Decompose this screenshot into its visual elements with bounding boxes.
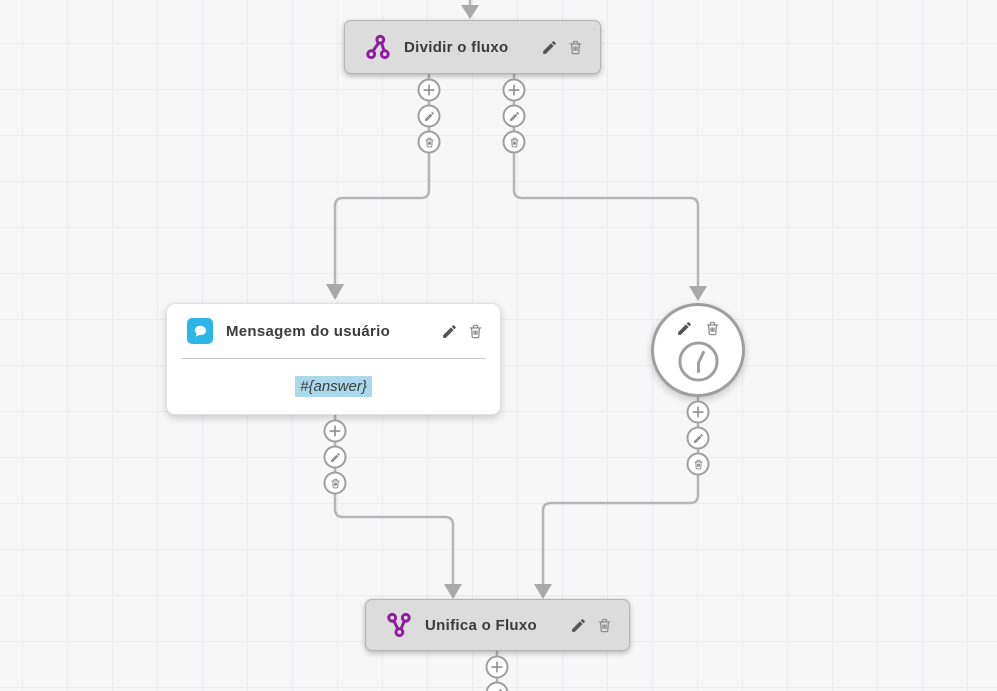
- add-branch-button[interactable]: [323, 419, 347, 443]
- node-merge-flow[interactable]: Unifica o Fluxo: [365, 599, 630, 651]
- add-branch-button[interactable]: [417, 78, 441, 102]
- edge-split-to-message: [333, 74, 431, 286]
- edit-pencil-icon[interactable]: [441, 323, 458, 340]
- arrowhead: [444, 584, 462, 599]
- edit-pencil-icon[interactable]: [541, 39, 558, 56]
- edit-branch-button[interactable]: [686, 426, 710, 450]
- clock-icon: [676, 339, 721, 384]
- arrowhead: [689, 286, 707, 301]
- add-branch-button[interactable]: [502, 78, 526, 102]
- delete-branch-button[interactable]: [323, 471, 347, 495]
- merge-flow-icon: [386, 612, 412, 638]
- delete-branch-button[interactable]: [686, 452, 710, 476]
- edit-pencil-icon[interactable]: [570, 617, 587, 634]
- edit-branch-button[interactable]: [417, 104, 441, 128]
- edit-pencil-icon[interactable]: [676, 320, 693, 337]
- arrowhead: [461, 5, 479, 19]
- edge-split-to-timer: [512, 74, 700, 288]
- split-flow-icon: [365, 34, 391, 60]
- delete-branch-button[interactable]: [417, 130, 441, 154]
- trash-icon[interactable]: [596, 617, 613, 634]
- trash-icon[interactable]: [567, 39, 584, 56]
- edit-branch-button[interactable]: [323, 445, 347, 469]
- arrowhead: [326, 284, 344, 300]
- trash-icon[interactable]: [704, 320, 721, 337]
- add-branch-button[interactable]: [686, 400, 710, 424]
- edit-branch-button[interactable]: [502, 104, 526, 128]
- node-timer[interactable]: [651, 303, 745, 397]
- node-split-flow[interactable]: Dividir o fluxo: [344, 20, 601, 74]
- edge-timer-to-merge: [541, 397, 700, 586]
- chat-bubble-icon: [187, 318, 213, 344]
- node-title: Unifica o Fluxo: [425, 616, 538, 634]
- edge-message-to-merge: [333, 415, 455, 586]
- trash-icon[interactable]: [467, 323, 484, 340]
- node-title: Mensagem do usuário: [226, 322, 391, 340]
- delete-branch-button[interactable]: [502, 130, 526, 154]
- arrowhead: [534, 584, 552, 599]
- node-title: Dividir o fluxo: [404, 38, 509, 56]
- message-variable-text: #{answer}: [295, 376, 372, 397]
- node-user-message[interactable]: Mensagem do usuário #{ans: [166, 303, 501, 415]
- add-branch-button[interactable]: [485, 655, 509, 679]
